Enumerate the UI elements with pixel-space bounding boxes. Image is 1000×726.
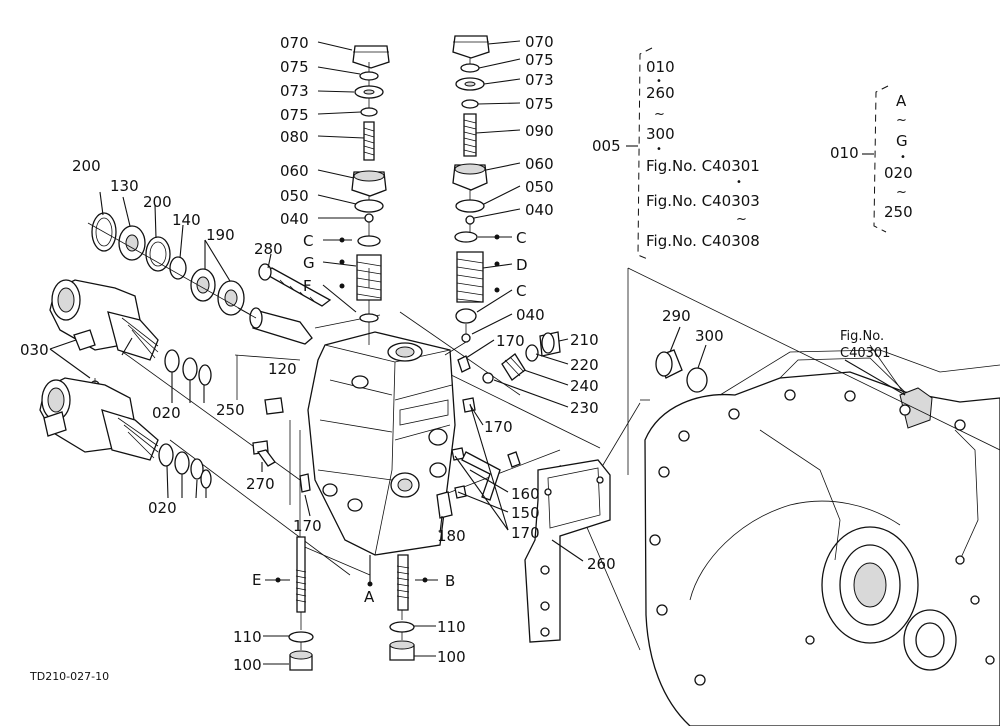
b005-line-1: • — [656, 76, 662, 87]
label-300: 300 — [695, 327, 724, 345]
b005-line-8: Fig.No. C40303 — [646, 192, 760, 210]
solenoid-lower — [39, 377, 159, 461]
label-E: E — [252, 571, 261, 589]
label-fig-ref-2: C40301 — [840, 346, 890, 361]
b010-line-5: ~ — [896, 185, 907, 200]
label-050-left: 050 — [280, 187, 309, 205]
solenoid-upper — [49, 279, 159, 392]
b005-line-10: Fig.No. C40308 — [646, 232, 760, 250]
transmission-housing — [644, 349, 1000, 726]
label-005: 005 — [592, 137, 621, 155]
label-200-b: 200 — [143, 193, 172, 211]
label-C-left: C — [303, 232, 313, 250]
label-170-a: 170 — [496, 332, 525, 350]
label-170-c: 170 — [484, 418, 513, 436]
drawing-code: TD210-027-10 — [29, 670, 109, 683]
label-fig-ref-1: Fig.No. — [840, 329, 884, 344]
reference-dots — [275, 234, 500, 587]
b005-line-3: ~ — [654, 107, 665, 122]
b005-line-2: 260 — [646, 84, 675, 102]
left-upper-parts — [87, 212, 332, 345]
bracket-260 — [524, 459, 611, 643]
label-110-left: 110 — [233, 628, 262, 646]
label-160: 160 — [511, 485, 540, 503]
label-020-upper: 020 — [152, 404, 181, 422]
label-D: D — [516, 256, 528, 274]
b005-line-9: ~ — [736, 212, 747, 227]
label-050-right: 050 — [525, 178, 554, 196]
label-100-left: 100 — [233, 656, 262, 674]
label-075-right-2: 075 — [525, 95, 554, 113]
label-150: 150 — [511, 504, 540, 522]
label-090: 090 — [525, 122, 554, 140]
b005-line-5: • — [656, 144, 662, 155]
b010-line-2: G — [896, 132, 908, 150]
label-G: G — [303, 254, 315, 272]
label-020-lower: 020 — [148, 499, 177, 517]
label-040-left: 040 — [280, 210, 309, 228]
label-120: 120 — [268, 360, 297, 378]
label-C-right: C — [516, 229, 526, 247]
label-070-right: 070 — [525, 33, 554, 51]
label-080: 080 — [280, 128, 309, 146]
leader-lines — [49, 40, 906, 665]
b010-line-3: • — [900, 152, 906, 163]
callout-labels: 070 075 073 075 080 060 050 040 C G F 07… — [20, 33, 890, 683]
valve-body — [307, 331, 456, 556]
left-valve-stack — [351, 45, 390, 345]
label-190: 190 — [206, 226, 235, 244]
label-040-right: 040 — [525, 201, 554, 219]
small-parts — [252, 331, 708, 519]
label-040-right-2: 040 — [516, 306, 545, 324]
label-073-left: 073 — [280, 82, 309, 100]
label-230: 230 — [570, 399, 599, 417]
label-073-right: 073 — [525, 71, 554, 89]
label-260: 260 — [587, 555, 616, 573]
b010-line-6: 250 — [884, 203, 913, 221]
label-030: 030 — [20, 341, 49, 359]
label-075-left: 075 — [280, 58, 309, 76]
label-280: 280 — [254, 240, 283, 258]
label-290: 290 — [662, 307, 691, 325]
label-250: 250 — [216, 401, 245, 419]
label-C-right-2: C — [516, 282, 526, 300]
bottom-fittings — [288, 536, 415, 671]
label-075-right: 075 — [525, 51, 554, 69]
label-A: A — [364, 588, 375, 606]
label-220: 220 — [570, 356, 599, 374]
label-010-group: 010 — [830, 144, 859, 162]
right-valve-stack — [444, 35, 490, 356]
label-140: 140 — [172, 211, 201, 229]
label-170-d: 170 — [511, 524, 540, 542]
label-B: B — [445, 572, 455, 590]
label-270: 270 — [246, 475, 275, 493]
label-200-a: 200 — [72, 157, 101, 175]
label-075-left-2: 075 — [280, 106, 309, 124]
b005-line-4: 300 — [646, 125, 675, 143]
label-180: 180 — [437, 527, 466, 545]
b010-line-4: 020 — [884, 164, 913, 182]
bracket-010-list: A ~ G • 020 ~ 250 — [884, 92, 913, 221]
label-100-right: 100 — [437, 648, 466, 666]
label-170-b: 170 — [293, 517, 322, 535]
label-070-left: 070 — [280, 34, 309, 52]
label-240: 240 — [570, 377, 599, 395]
group-brackets — [626, 47, 889, 261]
b010-line-1: ~ — [896, 113, 907, 128]
label-110-right: 110 — [437, 618, 466, 636]
label-130: 130 — [110, 177, 139, 195]
bracket-005-list: 010 • 260 ~ 300 • Fig.No. C40301 • Fig.N… — [646, 58, 760, 250]
b005-line-0: 010 — [646, 58, 675, 76]
b010-line-0: A — [896, 92, 907, 110]
label-210: 210 — [570, 331, 599, 349]
b005-line-7: • — [736, 177, 742, 188]
label-060-right: 060 — [525, 155, 554, 173]
label-060-left: 060 — [280, 162, 309, 180]
label-F: F — [303, 277, 312, 295]
b005-line-6: Fig.No. C40301 — [646, 157, 760, 175]
